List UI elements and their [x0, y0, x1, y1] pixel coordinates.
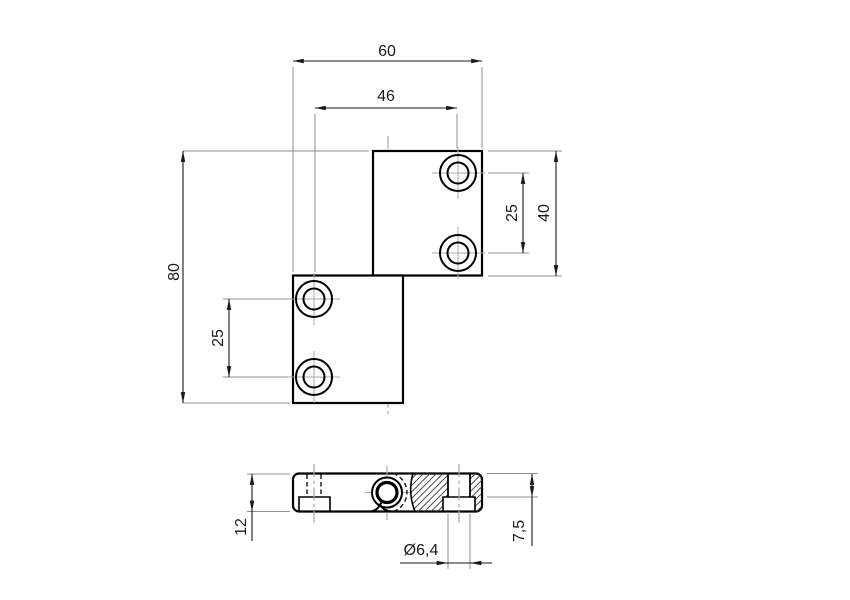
dimension-overall-height: 80	[166, 151, 186, 403]
pin-hole-circle	[375, 480, 399, 505]
dimension-overall-width: 60	[293, 43, 482, 64]
knuckle-curl-right	[378, 503, 393, 513]
front-view: 60 46 80 25 25 40	[166, 43, 562, 414]
dim-right-hole-pitch-label: 25	[504, 204, 521, 222]
dimension-thickness: 12	[233, 474, 255, 541]
section-hatching	[409, 473, 482, 512]
section-view: 12 7,5 Ø6,4	[233, 464, 538, 569]
hidden-knuckle-arc	[392, 472, 408, 513]
dimension-hole-span: 46	[315, 88, 457, 111]
dim-overall-width-label: 60	[378, 43, 396, 60]
counterbored-hole-bottom-left	[295, 358, 333, 396]
pin-knuckle	[365, 466, 410, 520]
dim-hole-span-label: 46	[377, 88, 395, 105]
dim-leaf-height-label: 40	[536, 204, 553, 222]
dim-left-hole-pitch-label: 25	[210, 329, 227, 347]
counterbored-hole-bottom-right	[439, 234, 477, 272]
dim-thickness-label: 12	[233, 518, 250, 536]
counterbored-hole-top-left	[295, 280, 333, 318]
extension-lines-front	[183, 67, 562, 404]
dim-bore-depth-label: 7,5	[511, 520, 528, 542]
counterbored-hole-top-right	[439, 154, 477, 192]
dimension-hole-diameter: Ø6,4	[400, 542, 492, 566]
right-leaf-outline	[371, 149, 484, 277]
dimension-bore-depth: 7,5	[511, 474, 535, 546]
knuckle-curl-left	[370, 500, 383, 513]
dimension-right-hole-pitch: 25	[504, 173, 526, 253]
left-leaf-outline	[291, 274, 405, 405]
knuckle-cut-arc	[409, 473, 416, 512]
dimension-left-hole-pitch: 25	[210, 299, 232, 377]
dimension-leaf-height: 40	[536, 151, 559, 276]
extension-lines-section	[247, 473, 538, 569]
dim-hole-diameter-label: Ø6,4	[404, 542, 439, 559]
dim-overall-height-label: 80	[166, 263, 183, 281]
